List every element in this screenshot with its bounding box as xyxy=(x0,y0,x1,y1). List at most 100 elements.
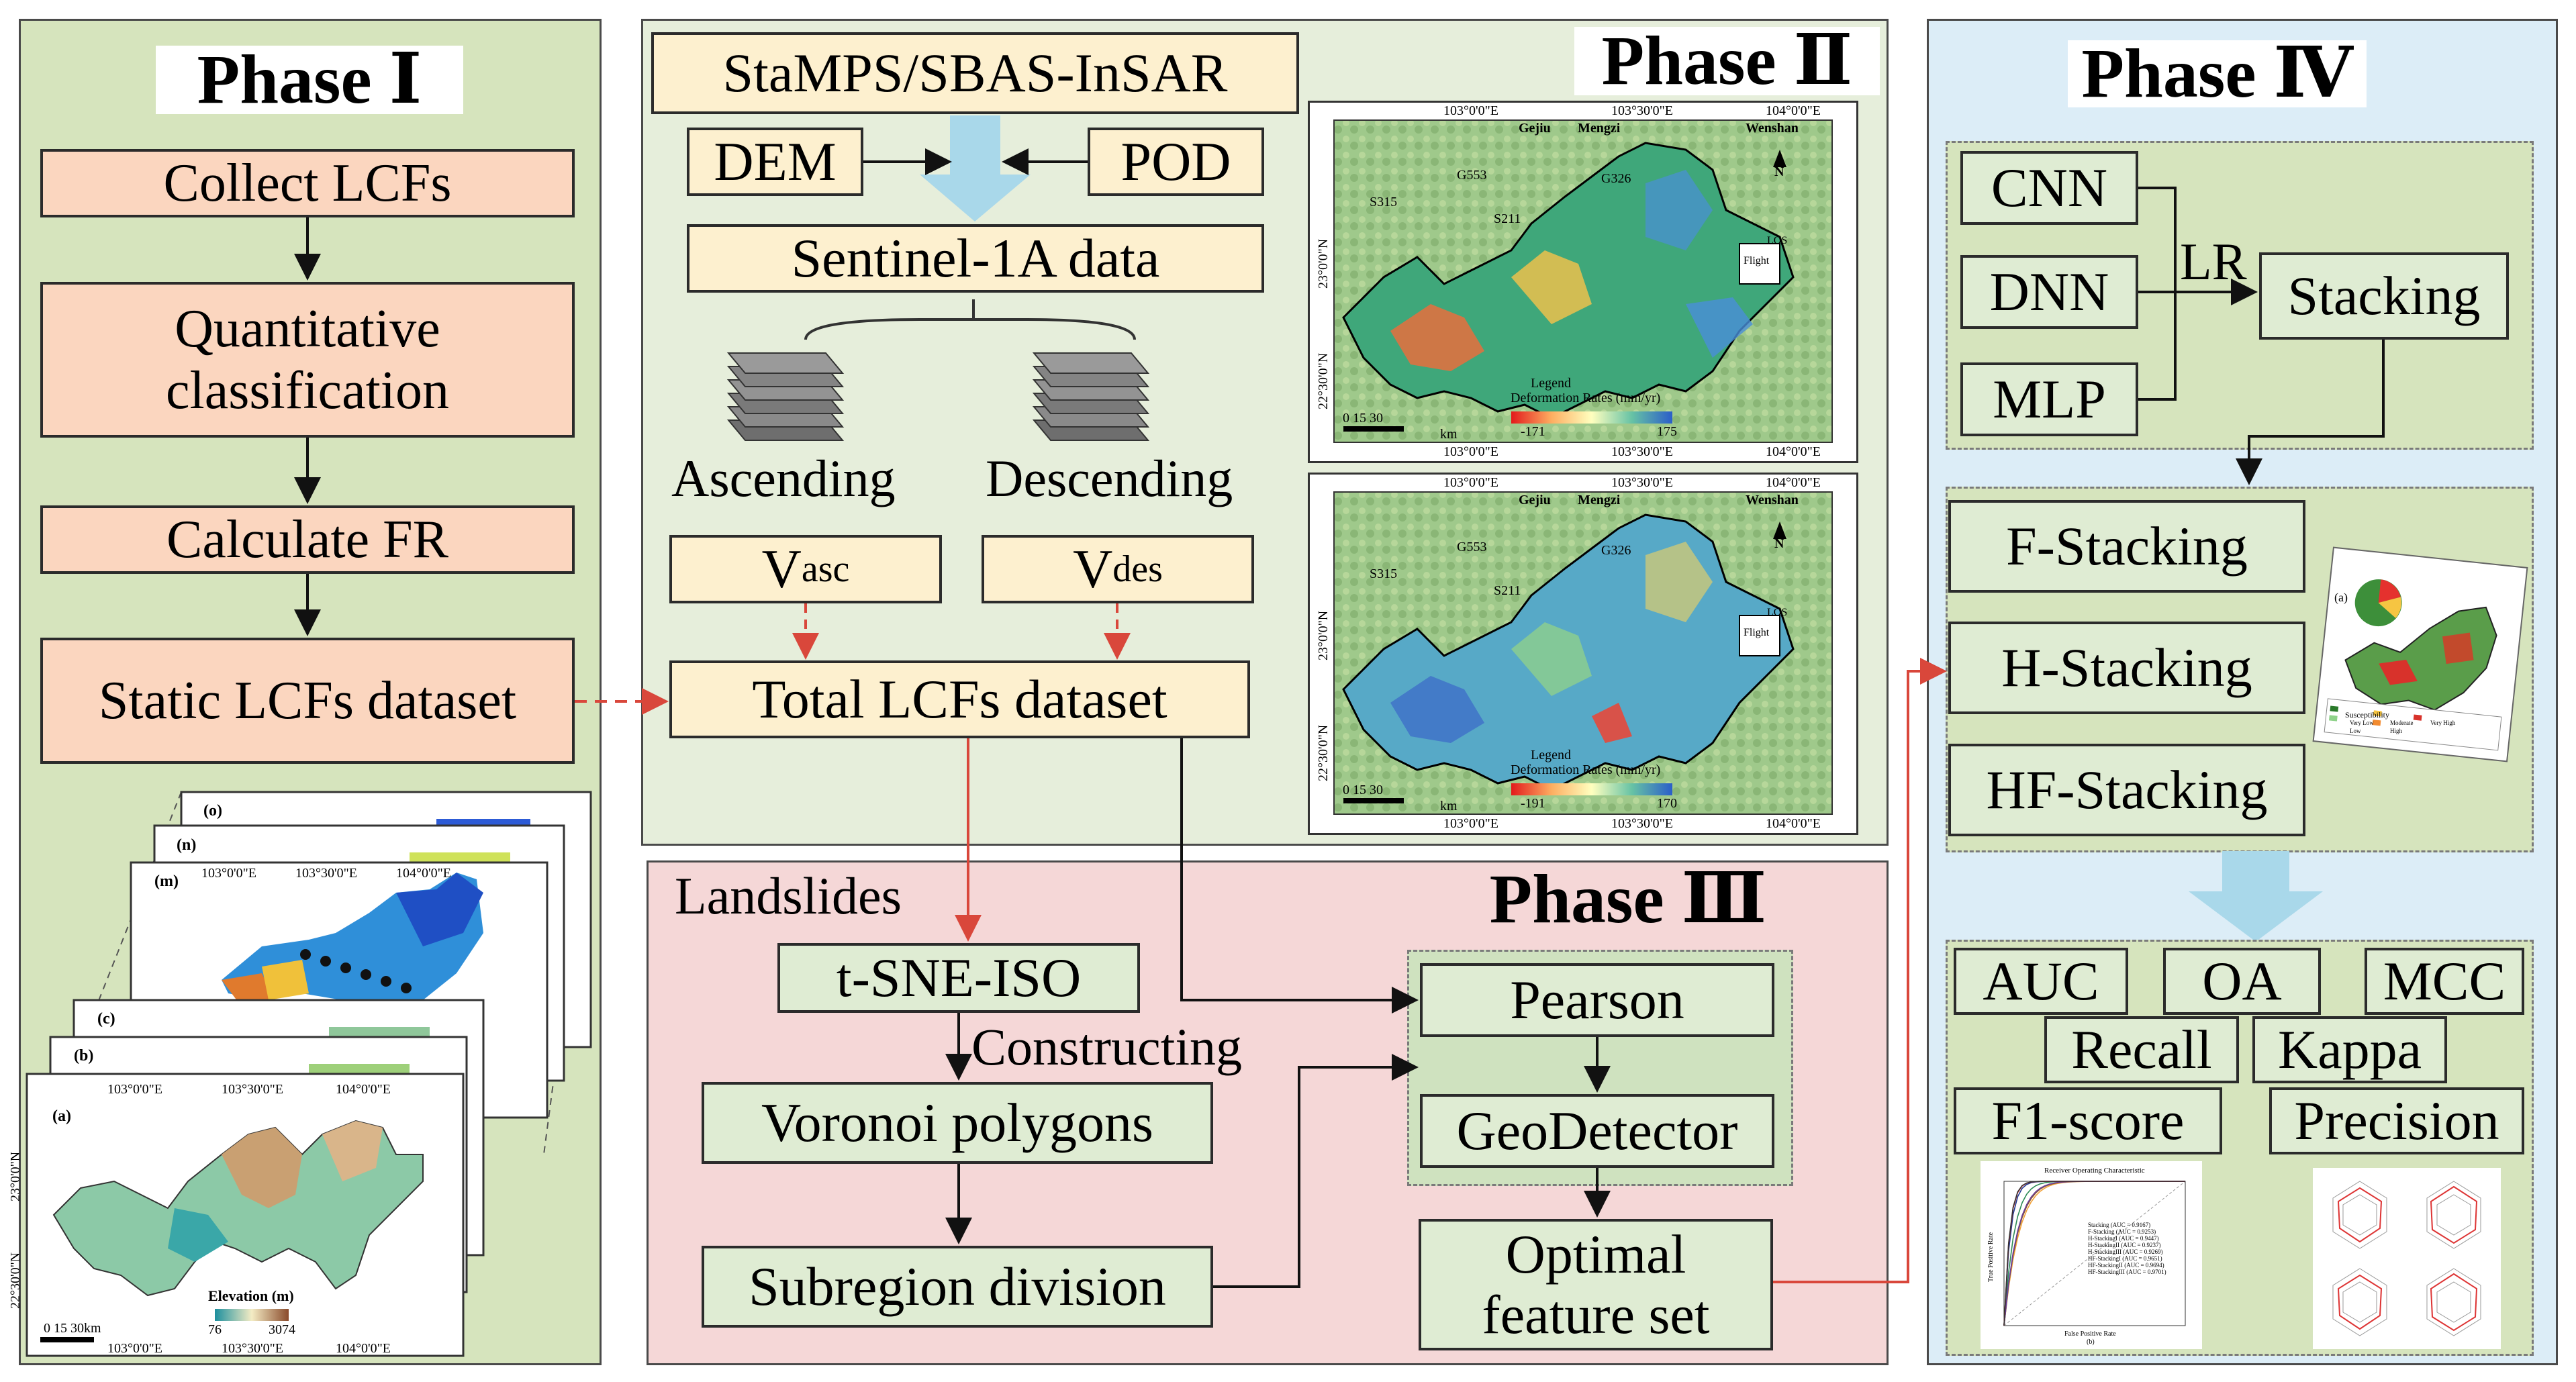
radar-3 xyxy=(2332,1268,2387,1336)
step-static-lcfs-dataset: Static LCFs dataset xyxy=(40,638,575,764)
v-des-sub: des xyxy=(1112,548,1163,590)
roc-ylabel: True Positive Rate xyxy=(1987,1232,1995,1282)
des-legend-max: 170 xyxy=(1657,796,1677,811)
des-legend-min: -191 xyxy=(1521,796,1545,811)
map-o-label: (o) xyxy=(203,802,222,820)
des-km: km xyxy=(1440,799,1458,813)
roc-diagonal xyxy=(2003,1181,2186,1326)
roc-legend-1: F-Stacking (AUC = 0.9253) xyxy=(2088,1228,2156,1235)
map-a-legend-max: 3074 xyxy=(269,1322,295,1337)
box-dem: DEM xyxy=(687,128,863,196)
map-m-label: (m) xyxy=(154,873,179,890)
asc-lon1: 103°0'0"E xyxy=(1443,103,1498,118)
step-quantitative-classification: Quantitative classification xyxy=(40,282,575,438)
asc-legend-min: -171 xyxy=(1521,424,1545,439)
radar-charts xyxy=(2313,1168,2501,1349)
factor-map-stack xyxy=(26,791,592,1357)
asc-road3: S211 xyxy=(1494,211,1521,226)
susc-class-2: Moderate xyxy=(2390,720,2414,726)
box-mlp: MLP xyxy=(1960,362,2138,436)
evaluation-arrow xyxy=(2189,851,2323,942)
v-des-main: V xyxy=(1073,538,1113,599)
step-collect-lcfs: Collect LCFs xyxy=(40,149,575,217)
des-city2: Mengzi xyxy=(1578,493,1621,507)
roc-chart-svg xyxy=(2003,1181,2186,1326)
box-subregion: Subregion division xyxy=(702,1246,1213,1328)
susc-panel-label: (a) xyxy=(2334,591,2348,604)
map-m-lon3: 104°0'0"E xyxy=(396,866,451,881)
roc-legend: Stacking (AUC = 0.9167) F-Stacking (AUC … xyxy=(2088,1222,2202,1275)
label-landslides: Landslides xyxy=(675,867,902,925)
asc-lon2: 103°30'0"E xyxy=(1611,103,1673,118)
map-b-label: (b) xyxy=(74,1047,94,1065)
metric-recall: Recall xyxy=(2044,1016,2239,1083)
map-a-label: (a) xyxy=(52,1107,71,1125)
des-lon3: 104°0'0"E xyxy=(1766,475,1821,490)
map-a-lon3: 104°0'0"E xyxy=(336,1082,391,1097)
asc-road1: S315 xyxy=(1370,195,1398,209)
susc-class-1: Low xyxy=(2350,728,2361,734)
des-lat2: 22°30'0"N xyxy=(1316,724,1331,781)
box-voronoi: Voronoi polygons xyxy=(702,1082,1213,1164)
v-asc-main: V xyxy=(761,538,802,599)
des-lon3-bottom: 104°0'0"E xyxy=(1766,816,1821,831)
box-f-stacking: F-Stacking xyxy=(1948,500,2305,593)
map-a-lon2-bottom: 103°30'0"E xyxy=(222,1341,283,1356)
box-stacking: Stacking xyxy=(2259,252,2509,340)
asc-road2: G553 xyxy=(1457,168,1487,183)
label-lr: LR xyxy=(2180,232,2247,291)
susc-class-3: High xyxy=(2390,728,2402,734)
asc-lat1: 23°0'0"N xyxy=(1316,238,1331,289)
radar-4 xyxy=(2426,1268,2481,1336)
roc-curve-7 xyxy=(2003,1181,2185,1326)
des-north: N xyxy=(1774,536,1784,551)
asc-legend-max: 175 xyxy=(1657,424,1677,439)
des-flight: Flight xyxy=(1744,627,1770,638)
asc-legend-rates: Deformation Rates (mm/yr) xyxy=(1511,391,1661,405)
des-scale: 0 15 30 xyxy=(1343,783,1383,797)
asc-lon3: 104°0'0"E xyxy=(1766,103,1821,118)
step-calculate-fr: Calculate FR xyxy=(40,505,575,574)
roc-panel: (b) xyxy=(2087,1338,2095,1346)
map-a-lon3-bottom: 104°0'0"E xyxy=(336,1341,391,1356)
radar-2 xyxy=(2426,1181,2481,1249)
map-card-a xyxy=(26,1073,465,1357)
asc-city1: Gejiu xyxy=(1519,121,1551,136)
deformation-map-descending xyxy=(1308,473,1858,835)
map-c-label: (c) xyxy=(97,1010,115,1028)
asc-road4: G326 xyxy=(1601,171,1631,186)
des-city3: Wenshan xyxy=(1746,493,1799,507)
box-dnn: DNN xyxy=(1960,255,2138,329)
roc-chart xyxy=(1981,1161,2202,1349)
roc-legend-4: H-StackingIII (AUC = 0.9269) xyxy=(2088,1248,2163,1255)
map-m-lon2: 103°30'0"E xyxy=(295,866,357,881)
phase2-title: Phase Ⅱ xyxy=(1574,26,1880,96)
des-lon2-bottom: 103°30'0"E xyxy=(1611,816,1673,831)
roc-xlabel: False Positive Rate xyxy=(2064,1330,2116,1338)
asc-flight: Flight xyxy=(1744,255,1770,266)
susc-class-4: Very High xyxy=(2430,720,2456,726)
map-a-legend-min: 76 xyxy=(208,1322,222,1337)
asc-los: LOS xyxy=(1767,235,1788,246)
des-city1: Gejiu xyxy=(1519,493,1551,507)
asc-lat2: 22°30'0"N xyxy=(1316,352,1331,409)
asc-city2: Mengzi xyxy=(1578,121,1621,136)
metric-mcc: MCC xyxy=(2365,948,2524,1015)
roc-legend-0: Stacking (AUC = 0.9167) xyxy=(2088,1222,2151,1228)
susc-legend: Susceptibility xyxy=(2345,710,2389,720)
map-a-lat1: 23°0'0"N xyxy=(8,1151,23,1201)
metric-auc: AUC xyxy=(1954,948,2128,1015)
descending-stack xyxy=(1032,352,1150,441)
label-descending: Descending xyxy=(986,449,1233,507)
des-lon2: 103°30'0"E xyxy=(1611,475,1673,490)
map-a-legend-title: Elevation (m) xyxy=(208,1287,294,1304)
susc-class-0: Very Low xyxy=(2350,720,2374,726)
des-legend: Legend xyxy=(1531,748,1571,762)
map-m-lon1: 103°0'0"E xyxy=(201,866,256,881)
map-a-scale: 0 15 30km xyxy=(44,1321,101,1336)
asc-north: N xyxy=(1774,164,1784,179)
box-optimal-feature-set: Optimal feature set xyxy=(1419,1219,1773,1350)
sar-stack-icons xyxy=(726,299,1150,441)
des-road2: G553 xyxy=(1457,540,1487,554)
